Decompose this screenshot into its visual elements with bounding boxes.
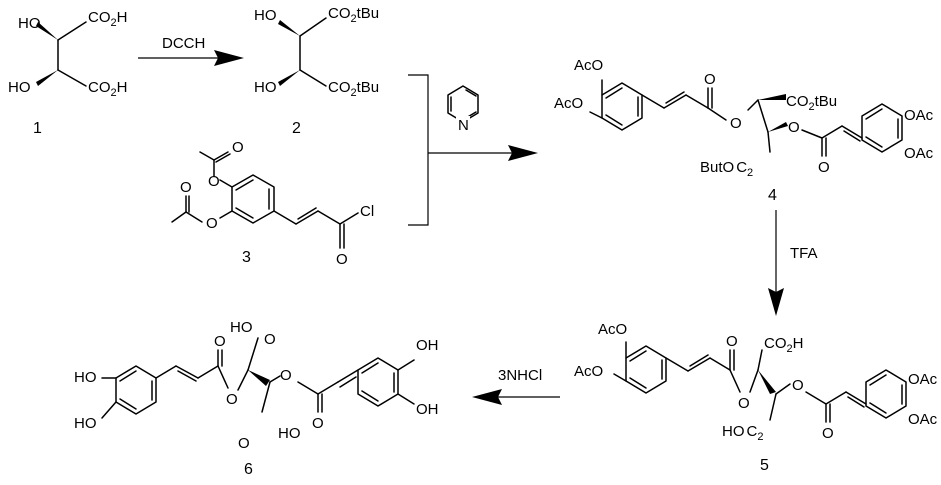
svg-text:O: O	[818, 159, 830, 176]
arrow-step-3	[768, 210, 784, 316]
reagent-tfa: TFA	[790, 245, 818, 262]
svg-text:O: O	[238, 435, 250, 452]
svg-text:HO: HO	[18, 15, 41, 32]
svg-text:O: O	[280, 367, 292, 384]
compound-1-number: 1	[33, 120, 42, 137]
pyridine-n: N	[458, 117, 469, 134]
svg-text:O: O	[208, 173, 220, 190]
svg-text:O: O	[214, 333, 226, 350]
svg-text:CO2tBu: CO2tBu	[786, 93, 837, 113]
svg-text:AcO: AcO	[554, 95, 583, 112]
svg-text:HO: HO	[74, 369, 97, 386]
svg-text:O: O	[704, 71, 716, 88]
svg-text:CO2H: CO2H	[764, 335, 803, 355]
compound-6-number: 6	[244, 461, 253, 478]
svg-text:O: O	[792, 377, 804, 394]
svg-text:O: O	[264, 331, 276, 348]
arrow-step-2	[428, 145, 538, 161]
svg-text:HO: HO	[254, 7, 277, 24]
svg-text:CO2tBu: CO2tBu	[328, 79, 379, 99]
compound-3: O O O O Cl O 3	[171, 139, 374, 268]
bracket	[408, 74, 429, 226]
compound-5-number: 5	[760, 457, 769, 474]
svg-text:O: O	[788, 119, 800, 136]
svg-text:O: O	[738, 395, 750, 412]
compound-4-number: 4	[768, 187, 777, 204]
svg-text:HO: HO	[278, 425, 301, 442]
svg-text:O: O	[180, 179, 192, 196]
compound-6: HO HO O O HO O O O O HO OH OH 6	[74, 319, 439, 478]
arrow-step-4	[472, 389, 560, 405]
svg-text:CO2tBu: CO2tBu	[328, 5, 379, 25]
svg-text:OH: OH	[416, 401, 439, 418]
svg-text:OAc: OAc	[904, 107, 934, 124]
svg-text:O: O	[206, 215, 218, 232]
svg-text:O: O	[822, 425, 834, 442]
svg-text:OAc: OAc	[908, 371, 938, 388]
arrow-step-1	[138, 50, 244, 66]
svg-text:AcO: AcO	[598, 321, 627, 338]
svg-text:OH: OH	[416, 337, 439, 354]
pyridine-reagent: N	[447, 85, 479, 134]
compound-2-number: 2	[292, 120, 301, 137]
svg-text:O: O	[726, 333, 738, 350]
svg-text:AcO: AcO	[574, 57, 603, 74]
reagent-hcl: 3NHCl	[498, 367, 542, 384]
svg-text:O: O	[336, 251, 348, 268]
svg-text:HO: HO	[8, 79, 31, 96]
svg-text:O: O	[232, 139, 244, 156]
svg-text:HO: HO	[230, 319, 253, 336]
svg-text:CO2H: CO2H	[88, 9, 127, 29]
compound-3-number: 3	[242, 249, 251, 266]
svg-text:OAc: OAc	[904, 145, 934, 162]
svg-text:HO: HO	[74, 415, 97, 432]
svg-text:HO: HO	[254, 79, 277, 96]
svg-text:Cl: Cl	[360, 203, 374, 220]
svg-text:CO2H: CO2H	[88, 79, 127, 99]
svg-text:AcO: AcO	[574, 363, 603, 380]
svg-text:OAc: OAc	[908, 411, 938, 428]
reagent-dcch: DCCH	[162, 35, 205, 52]
compound-1: HO HO CO2H CO2H 1	[8, 9, 127, 137]
svg-text:O: O	[226, 391, 238, 408]
svg-text:O: O	[312, 415, 324, 432]
svg-text:O: O	[730, 115, 742, 132]
compound-2: HO HO CO2tBu CO2tBu 2	[254, 5, 379, 137]
